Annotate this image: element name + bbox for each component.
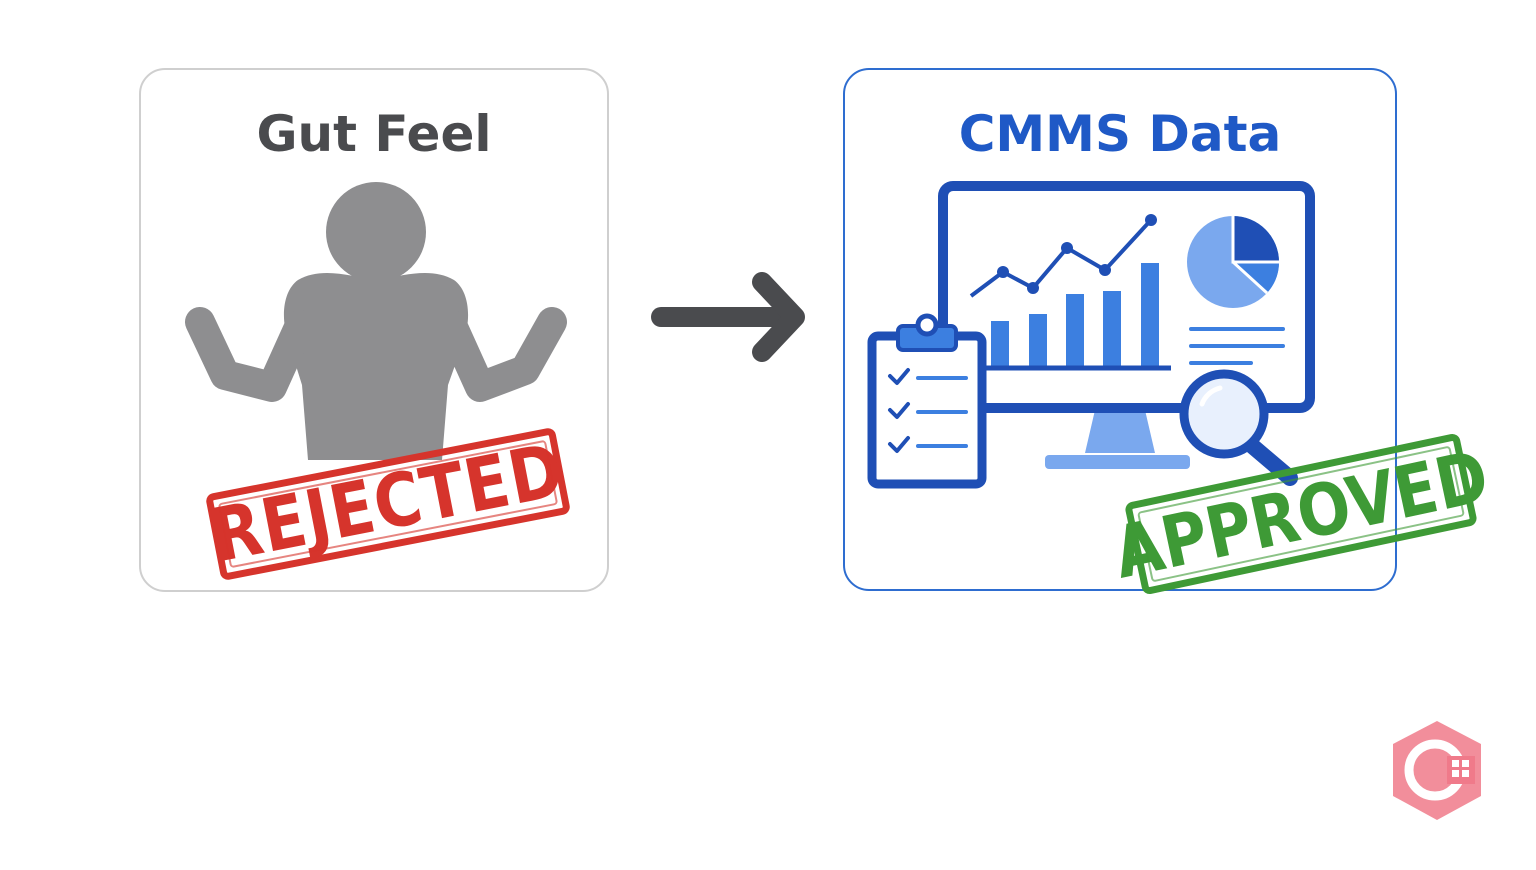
line-chart-icon: [969, 214, 1157, 298]
monitor-dashboard-icon: [938, 181, 1315, 469]
logo-icon: [1393, 721, 1481, 820]
arrow-right-icon: [651, 272, 805, 362]
clipboard-checklist-icon: [867, 313, 987, 489]
gut-feel-title: Gut Feel: [256, 105, 492, 163]
bar-chart-icon: [991, 263, 1159, 366]
cmms-data-title: CMMS Data: [958, 105, 1282, 163]
shrugging-person-icon: [185, 182, 567, 460]
pie-chart-icon: [1187, 216, 1279, 308]
